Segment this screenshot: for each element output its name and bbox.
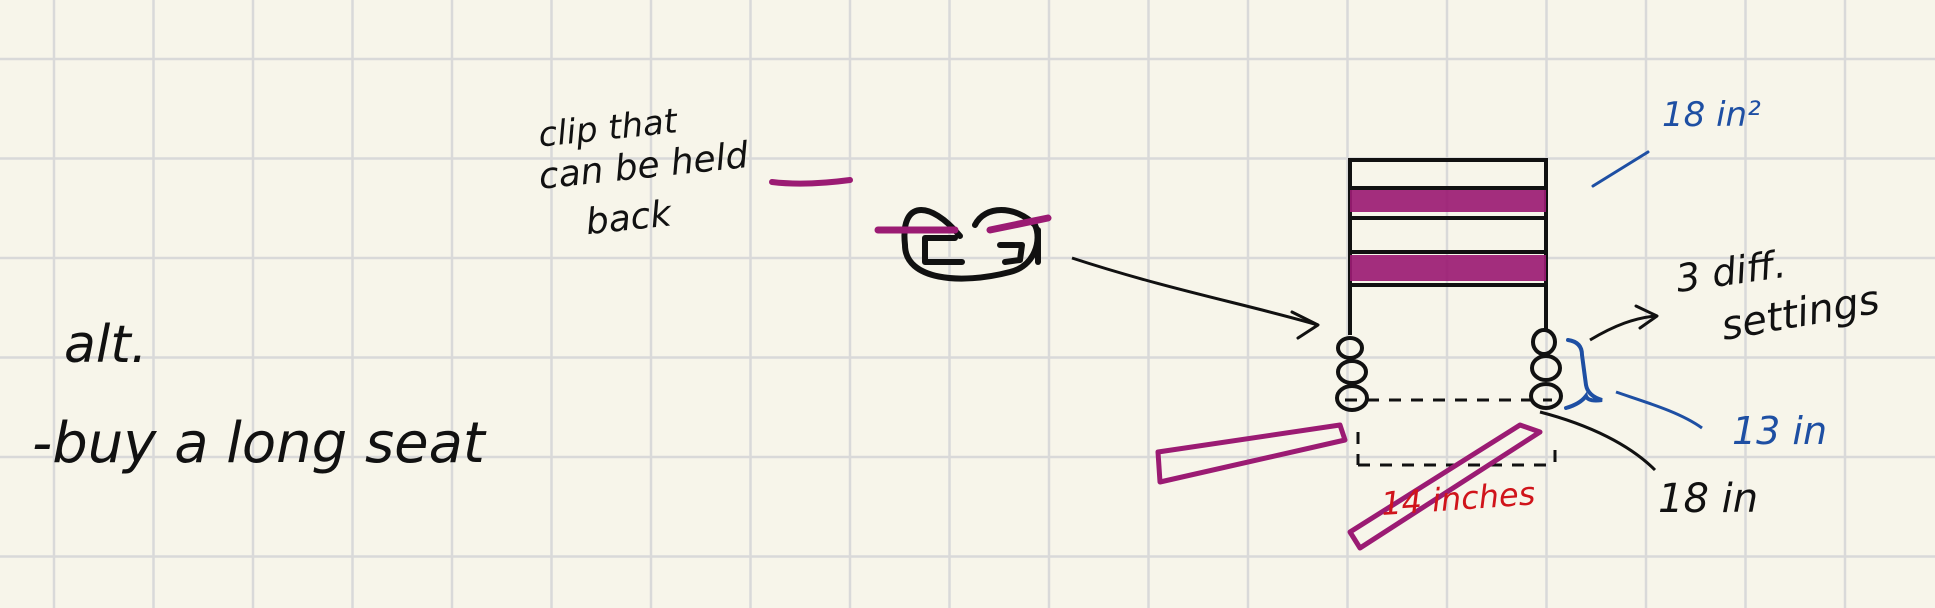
clip-highlight-right (986, 214, 1052, 234)
label-18-in: 18 in (1658, 476, 1758, 522)
magenta-strap-left (1155, 422, 1348, 485)
label-14-inches: 14 inches (1380, 474, 1537, 523)
clip-drawing (901, 207, 1041, 282)
area-pointer (1591, 150, 1650, 188)
label-3-diff: 3 diff. (1673, 242, 1788, 301)
left-rings (1335, 336, 1369, 412)
clip-note: clip that can be held back (536, 101, 751, 243)
height-pointer (1615, 390, 1703, 430)
right-rings (1529, 328, 1563, 410)
clip-to-seat-arrow (1071, 256, 1319, 327)
height-bracket (1564, 338, 1603, 410)
settings-arrow (1589, 314, 1656, 342)
note-alt: alt. (64, 315, 147, 375)
clip-to-seat-arrowhead (1290, 310, 1320, 340)
seat-frame (1348, 158, 1548, 335)
label-13-in: 13 in (1732, 409, 1827, 453)
label-18-in2: 18 in² (1662, 95, 1761, 135)
note-buy-long-seat: -buy a long seat (32, 411, 487, 476)
seat-strap-lower (1350, 255, 1546, 281)
held-underline (769, 177, 853, 187)
seat-strap-upper (1350, 190, 1546, 212)
settings-arrowhead (1634, 304, 1659, 330)
pointer-18-in (1539, 410, 1657, 472)
clip-note-line-3: back (584, 193, 676, 243)
magenta-strap-right (1347, 422, 1543, 551)
